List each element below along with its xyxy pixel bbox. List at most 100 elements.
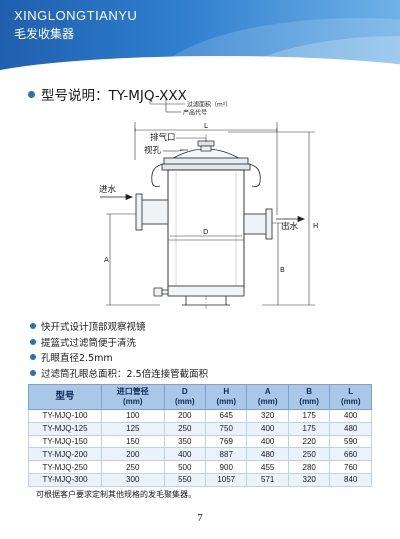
dimension-H bbox=[228, 131, 315, 306]
filter-body bbox=[167, 169, 245, 306]
model-title: 型号说明：TY-MJQ-XXX bbox=[28, 84, 187, 104]
table-cell: 840 bbox=[329, 472, 372, 487]
table-cell: 571 bbox=[246, 472, 289, 487]
body-flange bbox=[161, 163, 251, 171]
label-H: H bbox=[313, 222, 318, 230]
bullet-icon bbox=[30, 369, 36, 376]
dimension-A bbox=[106, 213, 160, 306]
table-cell: 220 bbox=[287, 434, 331, 449]
label-B: B bbox=[280, 266, 285, 274]
dimension-L bbox=[134, 122, 278, 215]
column-header: 型号 bbox=[28, 384, 102, 410]
feature-item: 快开式设计顶部观察视镜 bbox=[30, 320, 208, 336]
table-cell: TY-MJQ-150 bbox=[28, 434, 102, 449]
column-header: B(mm) bbox=[287, 384, 331, 410]
table-cell: 480 bbox=[246, 447, 289, 462]
feature-list: 快开式设计顶部观察视镜 提篮式过滤筒便于清洗 孔眼直径2.5mm 过滤筒孔眼总面… bbox=[30, 320, 208, 382]
table-cell: 400 bbox=[329, 409, 372, 423]
column-header: 进口管径(mm) bbox=[101, 384, 165, 410]
table-cell: 645 bbox=[204, 409, 248, 423]
table-cell: 400 bbox=[246, 421, 289, 436]
callout-leaders bbox=[163, 137, 207, 152]
table-cell: 480 bbox=[329, 421, 372, 436]
header-banner: XINGLONGTIANYU 毛发收集器 bbox=[0, 0, 400, 70]
table-cell: 887 bbox=[204, 447, 248, 462]
column-header: H(mm) bbox=[204, 384, 248, 410]
column-header: L(mm) bbox=[329, 384, 372, 410]
inlet-pipe bbox=[135, 193, 169, 231]
table-cell: 660 bbox=[329, 447, 372, 462]
table-cell: TY-MJQ-100 bbox=[28, 409, 102, 423]
bullet-icon bbox=[28, 91, 35, 98]
table-cell: 500 bbox=[163, 460, 206, 474]
brand-name-cn: 毛发收集器 bbox=[14, 27, 75, 41]
label-L: L bbox=[204, 122, 208, 130]
inlet-arrow bbox=[100, 193, 134, 201]
table-header-row: 型号 进口管径(mm) D(mm) H(mm) A(mm) B(mm) L(mm… bbox=[28, 384, 372, 410]
table-cell: 590 bbox=[329, 434, 372, 449]
table-cell: 250 bbox=[101, 460, 165, 474]
table-cell: 175 bbox=[287, 409, 331, 423]
model-title-text: 型号说明：TY-MJQ-XXX bbox=[41, 88, 187, 104]
bullet-icon bbox=[30, 323, 36, 329]
outlet-pipe bbox=[243, 208, 273, 240]
table-cell: 300 bbox=[101, 472, 165, 487]
column-header: D(mm) bbox=[163, 384, 206, 410]
table-cell: 900 bbox=[204, 460, 248, 474]
filter-lid bbox=[163, 140, 249, 166]
table-cell: 350 bbox=[163, 434, 206, 449]
table-cell: TY-MJQ-300 bbox=[28, 472, 102, 487]
feature-item: 孔眼直径2.5mm bbox=[30, 351, 208, 367]
table-cell: 150 bbox=[101, 434, 165, 449]
feature-item: 过滤筒孔眼总面积：2.5倍连接管截面积 bbox=[30, 367, 208, 383]
table-cell: 320 bbox=[246, 409, 289, 423]
bullet-icon bbox=[30, 338, 36, 345]
bullet-icon bbox=[30, 354, 36, 360]
header-curve bbox=[0, 56, 400, 70]
label-inlet: 进水 bbox=[99, 184, 117, 195]
label-D: D bbox=[203, 228, 208, 236]
spec-table: 型号 进口管径(mm) D(mm) H(mm) A(mm) B(mm) L(mm… bbox=[28, 384, 372, 487]
table-cell: 250 bbox=[163, 421, 206, 436]
filter-diagram: 过滤面积（m²） 产品代号 L H B A bbox=[99, 99, 318, 310]
custom-order-note: 可根据客户要求定制其他规格的发毛聚集器。 bbox=[36, 490, 196, 499]
table-cell: 200 bbox=[101, 447, 165, 462]
table-cell: TY-MJQ-200 bbox=[28, 447, 102, 462]
drain-valve bbox=[153, 287, 169, 297]
table-cell: 320 bbox=[287, 472, 331, 487]
table-cell: 200 bbox=[163, 409, 206, 423]
table-cell: TY-MJQ-125 bbox=[28, 421, 102, 436]
table-cell: 769 bbox=[204, 434, 248, 449]
label-sight: 视孔 bbox=[144, 145, 162, 156]
table-cell: 125 bbox=[101, 421, 165, 436]
table-cell: TY-MJQ-250 bbox=[28, 460, 102, 474]
table-cell: 280 bbox=[287, 460, 331, 474]
outlet-arrow bbox=[276, 215, 306, 223]
table-cell: 750 bbox=[204, 421, 248, 436]
table-cell: 400 bbox=[246, 434, 289, 449]
table-cell: 175 bbox=[287, 421, 331, 436]
model-annotation bbox=[149, 99, 185, 113]
table-cell: 455 bbox=[246, 460, 289, 474]
table-cell: 100 bbox=[101, 409, 165, 423]
table-cell: 550 bbox=[163, 472, 206, 487]
table-cell: 1057 bbox=[204, 472, 248, 487]
brand-name-en: XINGLONGTIANYU bbox=[14, 8, 138, 23]
table-cell: 400 bbox=[163, 447, 206, 462]
annotation-code: 产品代号 bbox=[183, 109, 207, 117]
label-A: A bbox=[104, 256, 109, 264]
lid-clamps bbox=[151, 163, 261, 187]
label-outlet: 出水 bbox=[281, 221, 299, 232]
annotation-area: 过滤面积（m²） bbox=[187, 101, 231, 109]
column-header: A(mm) bbox=[246, 384, 289, 410]
label-exhaust: 排气口 bbox=[150, 132, 176, 143]
table-cell: 760 bbox=[329, 460, 372, 474]
page-number: 7 bbox=[197, 512, 203, 524]
